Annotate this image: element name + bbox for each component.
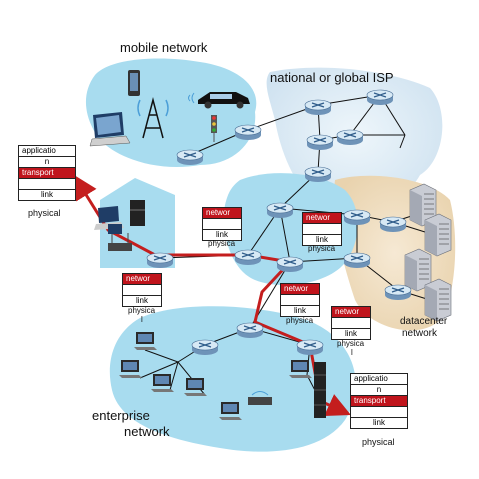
desktop-pc-icon: [184, 378, 207, 396]
enterprise-network-label: network: [124, 424, 170, 439]
stack-layer: link: [293, 306, 306, 315]
datacenter-label: datacenter: [400, 316, 448, 327]
router-icon: [296, 339, 324, 355]
router-stack-a: networ link: [202, 207, 242, 241]
stack-physical-label: physical: [362, 437, 395, 447]
stack-physical-label: physica: [286, 316, 314, 325]
router-icon: [276, 256, 304, 272]
home-pc-icon: [108, 224, 122, 234]
router-icon: [343, 252, 371, 268]
enterprise-hosts: [119, 332, 312, 420]
stack-layer-network: networ: [203, 208, 241, 219]
desktop-pc-icon: [134, 332, 157, 350]
stack-layer: n: [351, 385, 407, 396]
server-icon: [409, 183, 437, 227]
stack-layer: link: [215, 230, 228, 239]
host-stack-left: applicatio n transport link: [18, 145, 76, 201]
router-icon: [304, 166, 332, 182]
stack-layer: [351, 407, 407, 418]
router-icon: [191, 339, 219, 355]
stack-layer: n: [19, 157, 75, 168]
router-icon: [234, 124, 262, 140]
stack-physical-label: physica: [128, 306, 156, 315]
cell-tower-icon: [137, 97, 169, 139]
router-stack-e: networ link: [331, 306, 371, 340]
stack-layer: [203, 219, 241, 230]
wifi-ap-icon: [248, 391, 272, 405]
home-router-icon: [108, 233, 132, 251]
router-icon: [176, 149, 204, 165]
router-stack-d: networ link: [280, 283, 320, 317]
fridge-icon: [130, 200, 145, 226]
router-icon: [384, 284, 412, 300]
router-icon: [306, 134, 334, 150]
phone-icon: [128, 70, 140, 96]
laptop-icon: [89, 112, 131, 147]
router-icon: [379, 216, 407, 232]
stack-layer: link: [135, 296, 148, 305]
stack-layer: applicatio: [19, 146, 75, 157]
stack-layer-network: networ: [303, 213, 341, 224]
server-rack-icon: [314, 362, 326, 418]
stack-physical-label: physica: [308, 244, 336, 253]
stack-physical-label: physica: [208, 239, 236, 248]
desktop-pc-icon: [119, 360, 142, 378]
stack-layer: [123, 285, 161, 296]
mobile-network-label: mobile network: [120, 40, 208, 55]
datacenter-servers: [404, 183, 452, 322]
stack-layer-network: networ: [281, 284, 319, 295]
server-icon: [424, 278, 452, 322]
router-icon: [304, 99, 332, 115]
isp-label: national or global ISP: [270, 70, 394, 85]
stack-layer-network: networ: [332, 307, 370, 318]
router-icon: [366, 89, 394, 105]
stack-layer: applicatio: [351, 374, 407, 385]
router-icon: [236, 322, 264, 338]
enterprise-label: enterprise: [92, 408, 150, 423]
router-stack-c: networ link: [122, 273, 162, 307]
stack-layer: [281, 295, 319, 306]
server-icon: [424, 213, 452, 257]
routers: [146, 89, 412, 355]
stack-layer: link: [40, 190, 53, 199]
stack-layer-transport: transport: [19, 168, 75, 179]
router-icon: [343, 209, 371, 225]
stack-layer: [303, 224, 341, 235]
router-icon: [146, 252, 174, 268]
router-icon: [266, 202, 294, 218]
stack-layer: [332, 318, 370, 329]
desktop-pc-icon: [289, 360, 312, 378]
router-icon: [234, 249, 262, 265]
stack-layer: link: [344, 329, 357, 338]
host-stack-right: applicatio n transport link: [350, 373, 408, 429]
traffic-light-icon: [211, 115, 217, 142]
stack-physical-label-end: l: [351, 348, 353, 357]
desktop-pc-icon: [151, 374, 174, 392]
datacenter-network-label: network: [402, 328, 438, 339]
router-stack-b: networ link: [302, 212, 342, 246]
stack-physical-label: physical: [28, 208, 61, 218]
stack-physical-label-end: l: [141, 315, 143, 324]
stack-layer-transport: transport: [351, 396, 407, 407]
stack-layer-network: networ: [123, 274, 161, 285]
stack-layer: [19, 179, 75, 190]
car-icon: [188, 92, 250, 109]
stack-physical-label: physica: [337, 339, 365, 348]
router-icon: [336, 129, 364, 145]
enterprise-region: [109, 306, 356, 452]
stack-layer: link: [315, 235, 328, 244]
stack-layer: link: [372, 418, 385, 427]
server-icon: [404, 248, 432, 292]
mobile-region: [85, 58, 257, 168]
desktop-pc-icon: [219, 402, 242, 420]
